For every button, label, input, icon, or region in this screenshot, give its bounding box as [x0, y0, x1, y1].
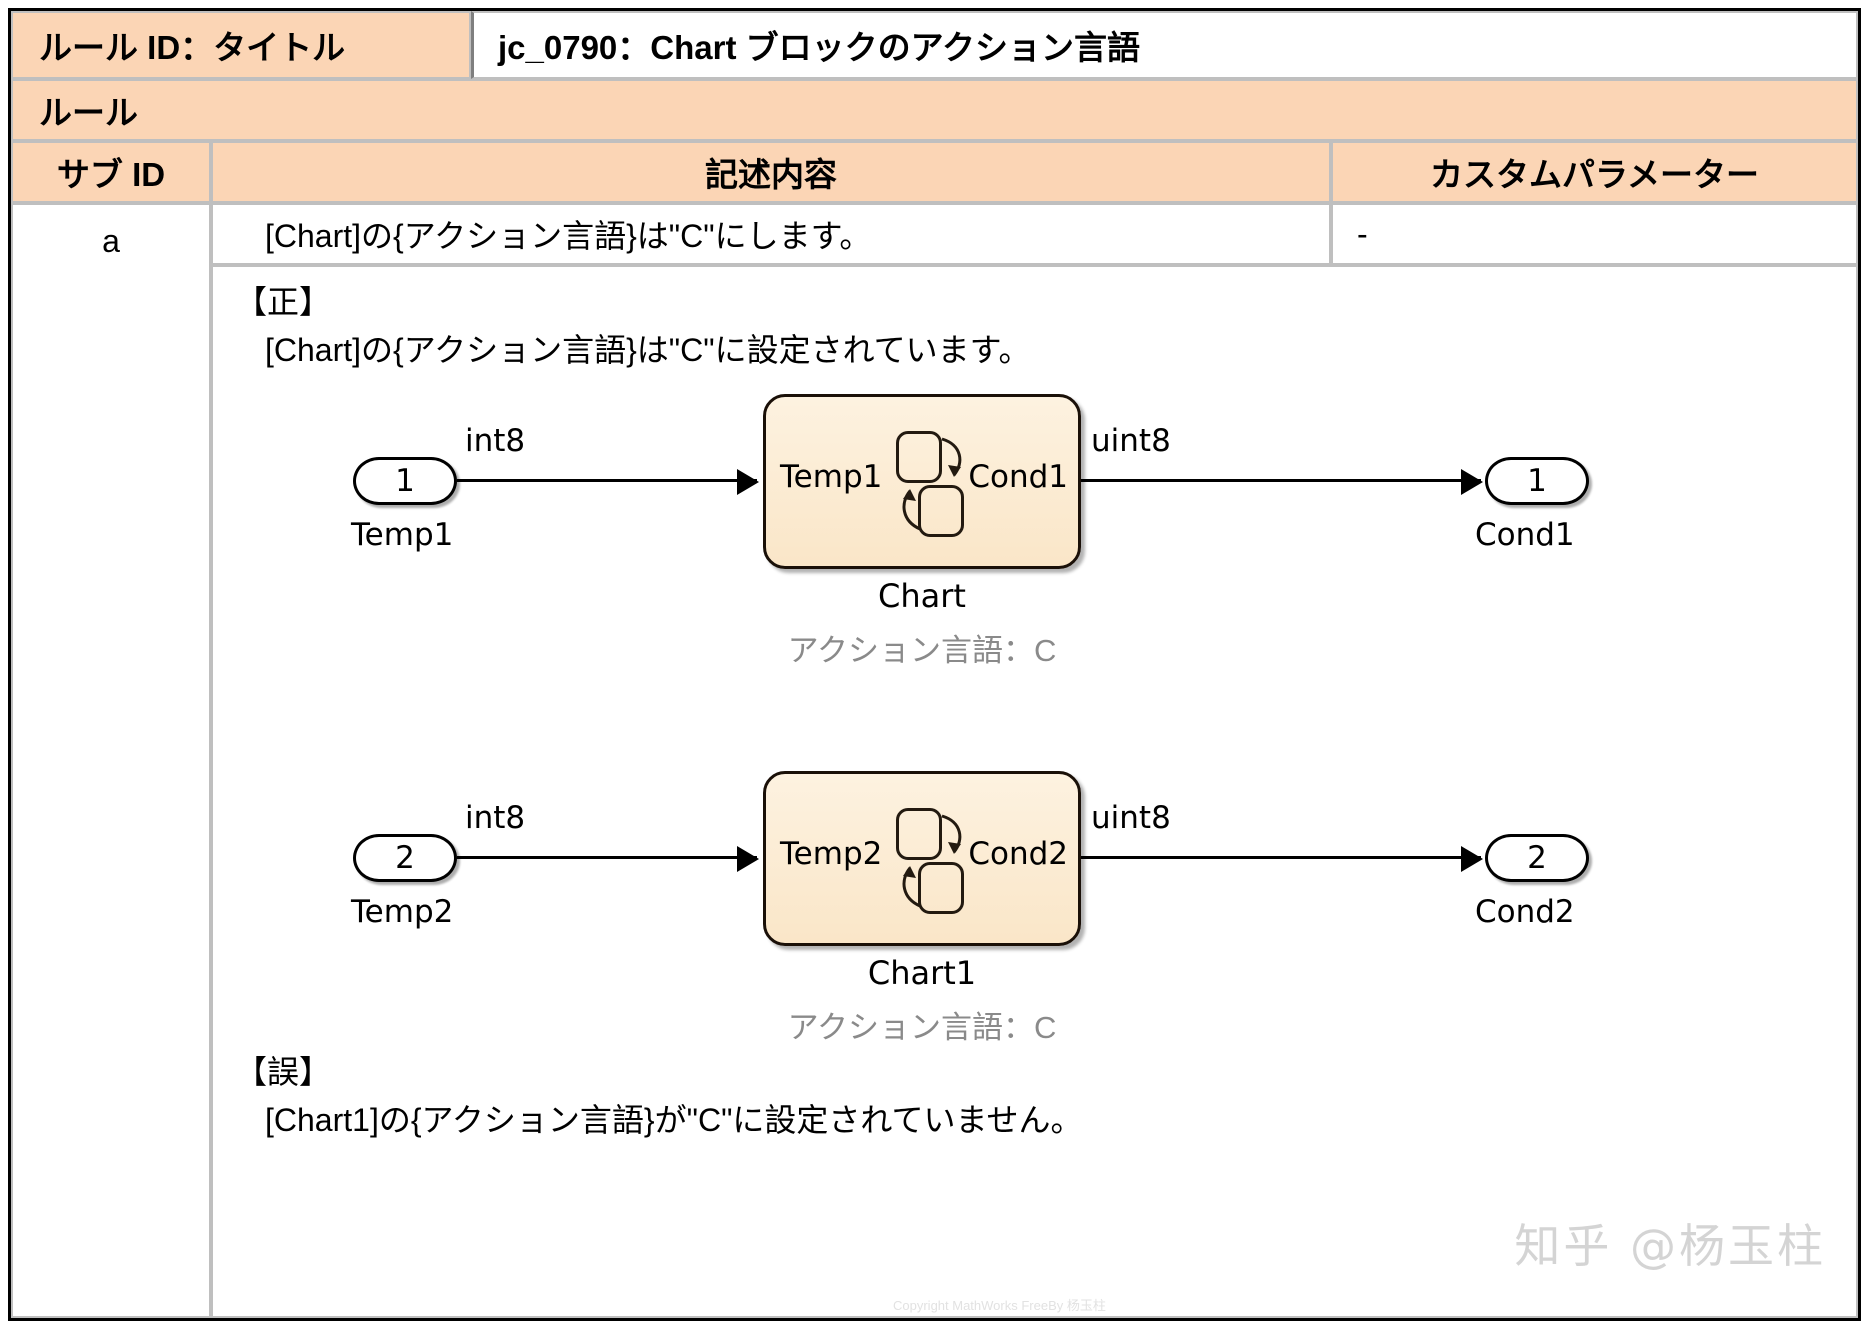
input-signal-type-label-2: int8	[465, 800, 526, 836]
watermark-label: 知乎 @杨玉柱	[1514, 1219, 1826, 1273]
input-signal-type-label-1: int8	[465, 423, 526, 459]
column-header-custom-parameter: カスタムパラメーター	[1331, 141, 1858, 203]
table-header-row: サブ ID 記述内容 カスタムパラメーター	[11, 141, 1858, 203]
output-signal-type-label-2: uint8	[1091, 800, 1171, 836]
cell-custom-parameter: -	[1331, 203, 1858, 265]
outport-block-2[interactable]: 2	[1485, 834, 1589, 882]
cell-detail: 【正】 [Chart]の{アクション言語}は"C"に設定されています。 1 Te…	[211, 265, 1858, 1318]
chart-block-1[interactable]: Temp1 Cond1	[763, 394, 1081, 569]
wrong-heading: 【誤】	[235, 1054, 332, 1090]
chart-input-label-1: Temp1	[780, 459, 883, 495]
detail-content: 【正】 [Chart]の{アクション言語}は"C"に設定されています。 1 Te…	[213, 267, 1856, 1316]
output-signal-type-label-1: uint8	[1091, 423, 1171, 459]
table-body-row: a [Chart]の{アクション言語}は"C"にします。 - 【正】 [Char…	[11, 203, 1858, 1318]
chart-block-2[interactable]: Temp2 Cond2	[763, 771, 1081, 946]
signal-line-output-1	[1081, 479, 1481, 482]
chart-block-subtitle-1: アクション言語：C	[787, 633, 1057, 668]
cell-description: [Chart]の{アクション言語}は"C"にします。	[211, 203, 1331, 265]
rule-title-row: ルール ID：タイトル jc_0790：Chart ブロックのアクション言語	[11, 11, 1858, 79]
rule-id-label-cell: ルール ID：タイトル	[11, 11, 471, 79]
stateflow-transition-arrows-1	[902, 437, 962, 531]
cell-sub-id: a	[11, 203, 211, 1318]
inport-block-1[interactable]: 1	[353, 457, 457, 505]
arrowhead-output-2	[1461, 846, 1483, 872]
outport-block-1[interactable]: 1	[1485, 457, 1589, 505]
arrowhead-output-1	[1461, 469, 1483, 495]
chart-output-label-1: Cond1	[968, 459, 1068, 495]
chart-block-name-1: Chart	[878, 577, 966, 615]
signal-line-output-2	[1081, 856, 1481, 859]
signal-line-input-2	[457, 856, 757, 859]
wrong-description: [Chart1]の{アクション言語}が"C"に設定されていません。	[265, 1102, 1083, 1138]
rule-id-title-cell: jc_0790：Chart ブロックのアクション言語	[471, 11, 1858, 79]
copyright-text: Copyright MathWorks FreeBy 杨玉柱	[893, 1298, 1106, 1313]
description-row: [Chart]の{アクション言語}は"C"にします。 -	[211, 203, 1858, 265]
stateflow-transition-arrows-2	[902, 814, 962, 908]
signal-line-input-1	[457, 479, 757, 482]
outport-caption-2: Cond2	[1475, 894, 1575, 930]
arrowhead-input-2	[737, 846, 759, 872]
simulink-diagram-chart1: 2 Temp2 int8 Temp2 Cond2	[213, 754, 1843, 1045]
stateflow-state-icon-a-1	[896, 431, 942, 483]
chart-output-label-2: Cond2	[968, 836, 1068, 872]
column-header-sub-id: サブ ID	[11, 141, 211, 203]
rule-document-table: ルール ID：タイトル jc_0790：Chart ブロックのアクション言語 ル…	[8, 8, 1861, 1321]
correct-heading: 【正】	[235, 284, 332, 320]
stateflow-state-icon-b-1	[918, 485, 964, 537]
chart-block-subtitle-2: アクション言語：C	[787, 1010, 1057, 1045]
column-header-description: 記述内容	[211, 141, 1331, 203]
arrowhead-input-1	[737, 469, 759, 495]
body-right-region: [Chart]の{アクション言語}は"C"にします。 - 【正】 [Chart]…	[211, 203, 1858, 1318]
chart-block-name-2: Chart1	[867, 954, 977, 992]
chart-input-label-2: Temp2	[780, 836, 883, 872]
stateflow-state-icon-b-2	[918, 862, 964, 914]
correct-description: [Chart]の{アクション言語}は"C"に設定されています。	[265, 332, 1031, 368]
rule-section-banner: ルール	[11, 79, 1858, 141]
inport-caption-1: Temp1	[351, 517, 454, 553]
stateflow-state-icon-a-2	[896, 808, 942, 860]
outport-caption-1: Cond1	[1475, 517, 1575, 553]
inport-block-2[interactable]: 2	[353, 834, 457, 882]
simulink-diagram-chart: 1 Temp1 int8 Temp1 Cond1	[213, 377, 1843, 668]
inport-caption-2: Temp2	[351, 894, 454, 930]
